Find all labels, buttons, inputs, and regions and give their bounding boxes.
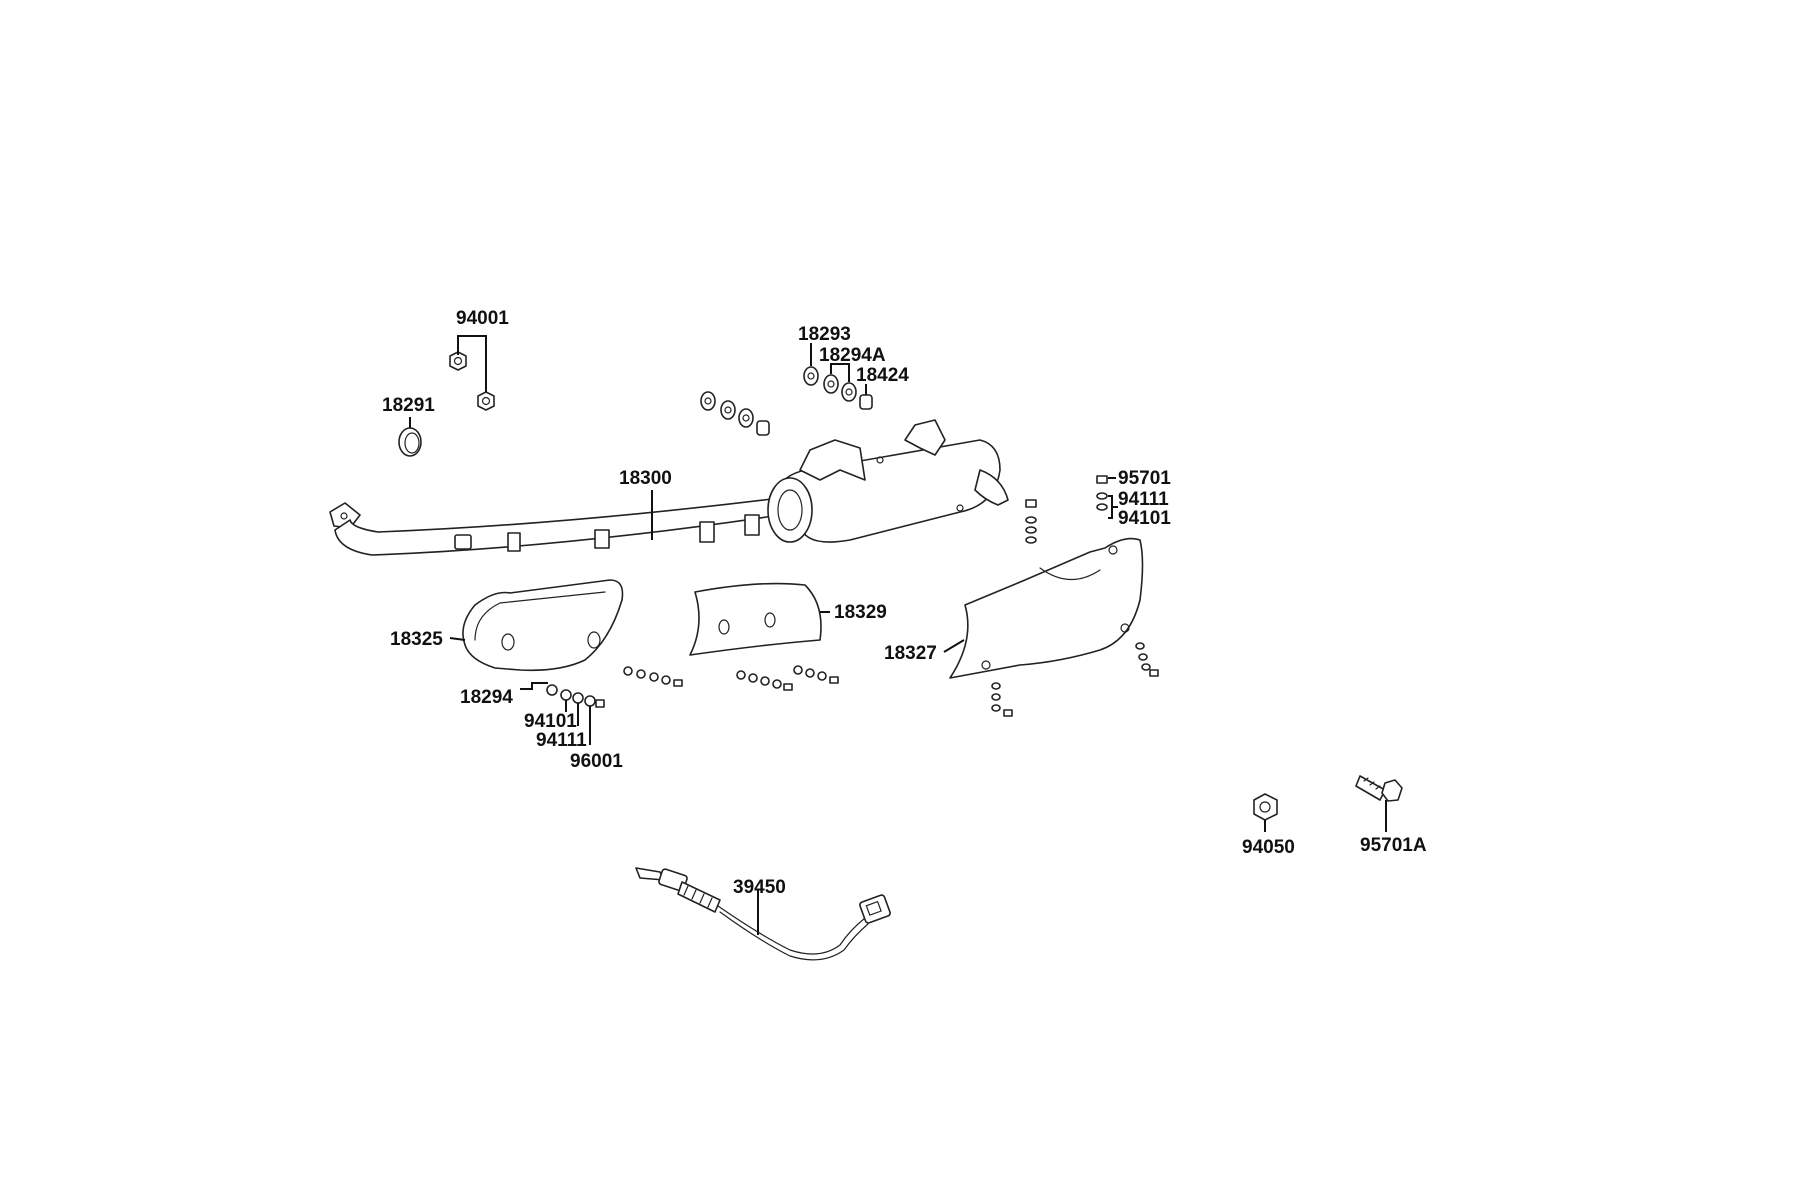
label-18424: 18424 [856, 365, 909, 386]
leader-lines [409, 335, 1387, 935]
label-18327: 18327 [884, 643, 937, 664]
nut-94001-drawing [449, 351, 495, 411]
label-94050: 94050 [1242, 837, 1295, 858]
label-18294: 18294 [460, 687, 513, 708]
label-95701A: 95701A [1360, 835, 1427, 856]
bolt-95701A-drawing [1355, 775, 1403, 802]
washers-18293-drawing [803, 366, 873, 410]
label-95701: 95701 [1118, 468, 1171, 489]
label-94111-left: 94111 [536, 730, 587, 751]
heat-shield-18325-drawing [462, 579, 624, 672]
label-18325: 18325 [390, 629, 443, 650]
part-labels: 94001 18291 18293 18294A 18424 18300 957… [382, 308, 1427, 898]
washers-upper-left-drawing [700, 391, 770, 436]
label-18294A: 18294A [819, 345, 886, 366]
label-94001: 94001 [456, 308, 509, 329]
label-94111-right: 94111 [1118, 489, 1169, 510]
gasket-ring-18291-drawing [398, 427, 422, 457]
label-18291: 18291 [382, 395, 435, 416]
oxygen-sensor-39450-drawing [635, 867, 891, 961]
label-18329: 18329 [834, 602, 887, 623]
heat-shield-18327-drawing [949, 537, 1144, 679]
exhaust-muffler-18300-drawing [329, 419, 1009, 556]
label-18293: 18293 [798, 324, 851, 345]
label-94101-right: 94101 [1118, 508, 1171, 529]
nut-94050-drawing [1253, 793, 1278, 821]
label-94101-left: 94101 [524, 711, 577, 732]
bolt-set-middle-drawing [623, 642, 1159, 717]
heat-shield-18329-drawing [689, 582, 822, 656]
label-39450: 39450 [733, 877, 786, 898]
bolt-stack-right-drawing [1025, 475, 1108, 544]
bolt-stack-left-drawing [546, 684, 605, 708]
label-18300: 18300 [619, 468, 672, 489]
label-96001: 96001 [570, 751, 623, 772]
